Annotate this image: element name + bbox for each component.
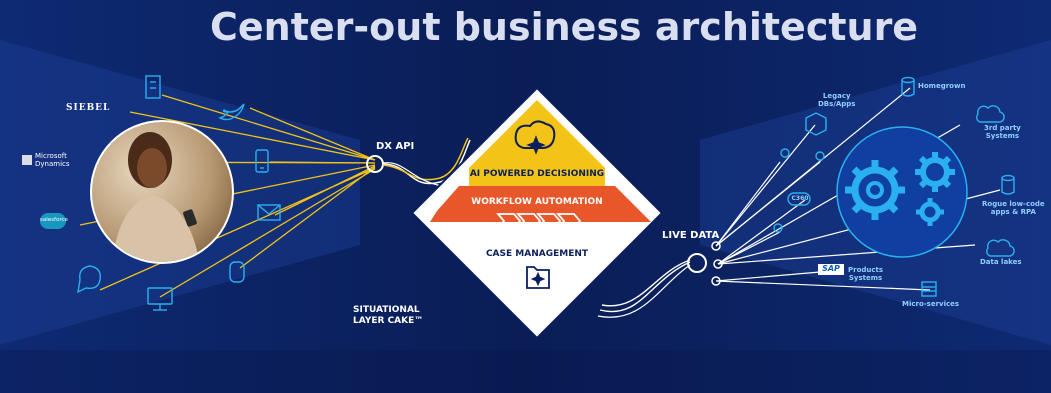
large-gear-icon	[845, 160, 905, 220]
sap-logo: SAP	[822, 264, 840, 273]
microsoft-logo-line2: Dynamics	[35, 160, 70, 168]
diamond-yellow-band	[469, 168, 605, 186]
microsoft-logo-line1: Microsoft	[35, 152, 67, 160]
server-box-icon-legacy	[805, 112, 827, 136]
left-icons	[77, 75, 281, 311]
dx-api-label: DX API	[376, 141, 415, 152]
siebel-logo: SIEBEL	[66, 103, 111, 113]
system-legacy-line2: DBs/Apps	[818, 100, 856, 108]
person-pin-icon-1	[780, 148, 790, 158]
page-title: Center-out business architecture	[210, 5, 919, 49]
system-rogue-line1: Rogue low-code	[982, 200, 1045, 208]
diamond-yellow-top	[469, 100, 605, 168]
layer-cake-diamond	[410, 86, 664, 340]
system-third-party: 3rd party Systems	[984, 124, 1021, 140]
sap-logo-bg	[818, 264, 844, 275]
layer-case-management: CASE MANAGEMENT	[485, 249, 589, 259]
bottom-band	[0, 350, 1051, 393]
system-sap-line2: Systems	[848, 274, 883, 282]
brand-logos	[22, 155, 66, 229]
layer-workflow-automation: WORKFLOW AUTOMATION	[471, 197, 603, 207]
cloud-icon-data-lakes	[986, 239, 1015, 257]
gears-cluster	[836, 126, 968, 258]
smart-speaker-icon	[229, 261, 245, 283]
layer-cake-caption-line1: SITUATIONAL	[353, 305, 420, 315]
database-icon-rogue	[1001, 174, 1015, 195]
layer-cake-caption-line2: LAYER CAKE™	[353, 316, 424, 326]
ai-brain-icon	[514, 120, 556, 155]
live-data-label: LIVE DATA	[662, 230, 720, 241]
small-gear-top-icon	[915, 152, 955, 192]
cloud-icon-third-party	[976, 105, 1005, 123]
system-sap: Products Systems	[848, 266, 883, 282]
system-c360: C360	[791, 195, 809, 202]
microsoft-logo-mark	[22, 155, 32, 165]
system-rogue-low-code: Rogue low-code apps & RPA	[982, 200, 1045, 216]
microsoft-dynamics-logo: Microsoft Dynamics	[35, 152, 70, 168]
system-third-party-line1: 3rd party	[984, 124, 1021, 132]
chat-phone-icon	[77, 265, 101, 294]
left-hub-connector	[366, 137, 471, 187]
person-pin-icon-2	[815, 151, 825, 161]
system-sap-line1: Products	[848, 266, 884, 274]
diamond-orange-band	[437, 186, 640, 211]
layer-ai-powered-decisioning: AI POWERED DECISIONING	[469, 169, 605, 179]
email-icon	[257, 204, 281, 221]
system-micro-services: Micro-services	[902, 300, 960, 308]
person-pin-icon-3	[773, 223, 783, 233]
small-gear-bottom-icon	[916, 198, 944, 226]
database-icon-homegrown	[901, 76, 915, 97]
building-icon	[145, 75, 161, 99]
system-legacy: Legacy DBs/Apps	[818, 92, 855, 108]
system-data-lakes: Data lakes	[980, 258, 1022, 266]
photo-circle	[90, 120, 234, 264]
server-rack-icon-micro-services	[921, 281, 937, 297]
layer-cake-caption: SITUATIONAL LAYER CAKE™	[353, 305, 423, 327]
system-third-party-line2: Systems	[985, 132, 1020, 140]
case-folder-icon	[526, 266, 550, 289]
monitor-icon	[147, 287, 173, 311]
salesforce-logo: salesforce	[40, 217, 68, 223]
workflow-arrows-icon	[496, 213, 582, 229]
right-icons	[773, 76, 1015, 297]
system-rogue-line2: apps & RPA	[990, 208, 1036, 216]
system-homegrown: Homegrown	[918, 82, 966, 90]
system-legacy-line1: Legacy	[822, 92, 851, 100]
salesforce-cloud	[40, 213, 66, 229]
mobile-phone-icon	[255, 149, 269, 173]
twitter-icon	[218, 103, 245, 121]
c360-badge-icon	[787, 192, 811, 206]
